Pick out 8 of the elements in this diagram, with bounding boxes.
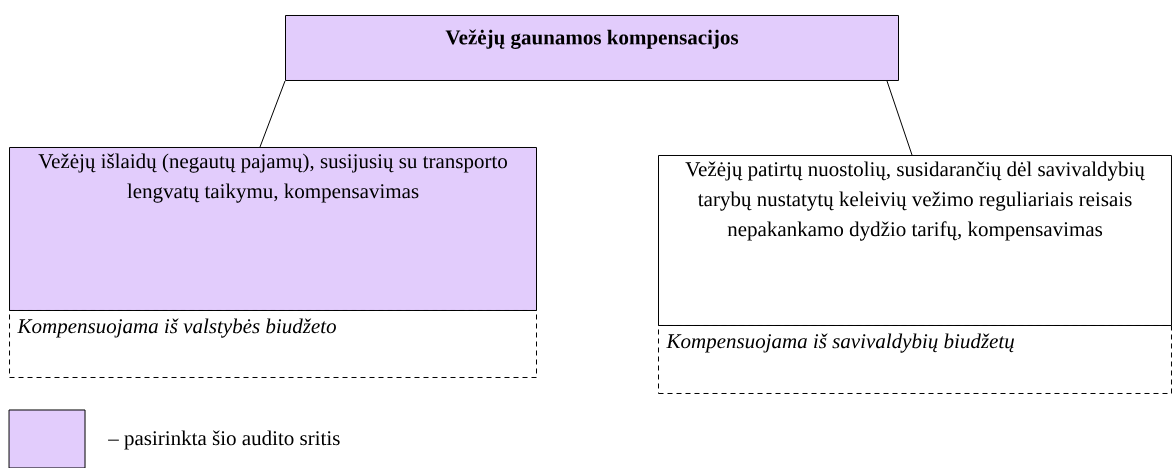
category-box: Vežėjų patirtų nuostolių, susidarančių dėl savivaldybių tarybų nustatytų keleivių vežimo reguliariais reisais nepakankamo dydžio tarifų, kompensavimas [658, 155, 1172, 326]
connector-line [886, 80, 913, 156]
heading-box: Vežėjų gaunamos kompensacijos [285, 15, 899, 81]
category-box: Vežėjų išlaidų (negautų pajamų), susijusių su transporto lengvatų taikymu, kompensavimas [9, 147, 537, 311]
funding-note-box: Kompensuojama iš savivaldybių biudžetų [658, 325, 1172, 394]
funding-note-box: Kompensuojama iš valstybės biudžeto [9, 310, 537, 378]
connector-line [259, 80, 286, 148]
legend-text: – pasirinkta šio audito sritis [108, 430, 340, 450]
